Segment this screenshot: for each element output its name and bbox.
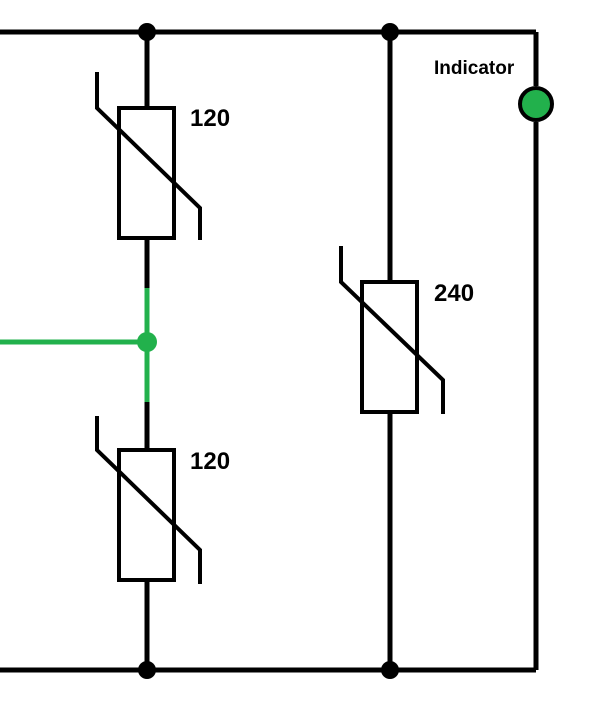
- indicator-lamp-icon: [518, 86, 554, 122]
- label-indicator: Indicator: [434, 58, 515, 79]
- label-resistor-right: 240: [434, 280, 474, 307]
- label-resistor-bottom: 120: [190, 448, 230, 475]
- junction-bottom-middle: [381, 661, 399, 679]
- probe-wire: [0, 288, 150, 402]
- wires: [0, 29, 539, 673]
- junction-probe: [137, 332, 157, 352]
- thermistor-right-slash: [339, 246, 445, 414]
- thermistor-right: [339, 246, 445, 414]
- label-resistor-top: 120: [190, 105, 230, 132]
- thermistor-bottom-slash: [95, 416, 202, 584]
- thermistor-top-slash: [95, 72, 202, 240]
- junctions: [138, 23, 399, 679]
- junction-bottom-left: [138, 661, 156, 679]
- thermistor-bottom: [95, 416, 202, 584]
- thermistor-top: [95, 72, 202, 240]
- junction-top-middle: [381, 23, 399, 41]
- junction-top-left: [138, 23, 156, 41]
